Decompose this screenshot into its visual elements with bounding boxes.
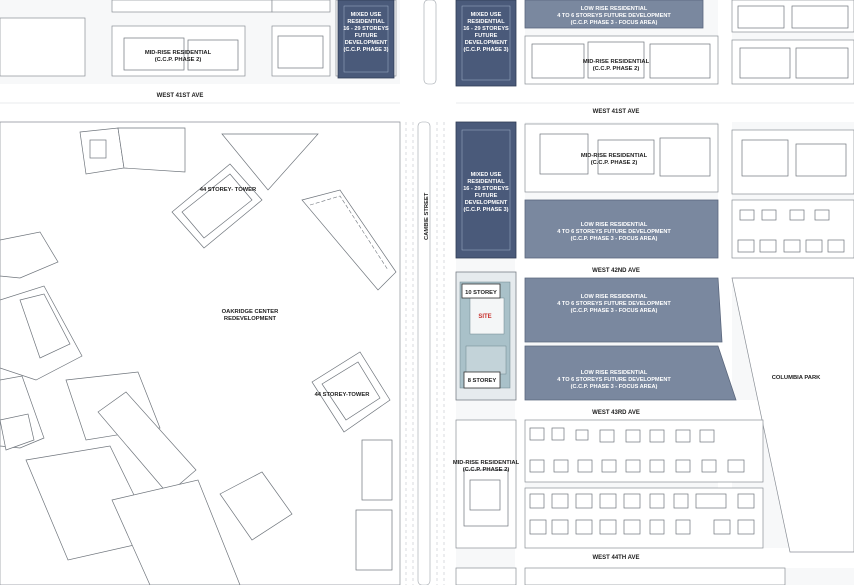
svg-text:(C.C.P. PHASE 2): (C.C.P. PHASE 2) xyxy=(593,66,640,72)
street-label-west-41-right: WEST 41ST AVE xyxy=(593,109,640,115)
low-rise-label-top: LOW RISE RESIDENTIAL 4 TO 6 STOREYS FUTU… xyxy=(557,6,671,26)
svg-text:16 - 29 STOREYS: 16 - 29 STOREYS xyxy=(343,26,389,32)
low-rise-block-top xyxy=(524,0,704,29)
svg-text:MIXED USE: MIXED USE xyxy=(471,172,502,178)
svg-text:RESIDENTIAL: RESIDENTIAL xyxy=(347,19,385,25)
svg-text:4 TO 6 STOREYS FUTURE DEVELOPM: 4 TO 6 STOREYS FUTURE DEVELOPMENT xyxy=(557,13,671,19)
low-rise-block-3 xyxy=(524,345,737,401)
svg-text:MID-RISE RESIDENTIAL: MID-RISE RESIDENTIAL xyxy=(581,153,648,159)
low-rise-label-1: LOW RISE RESIDENTIAL 4 TO 6 STOREYS FUTU… xyxy=(557,222,671,242)
svg-text:(C.C.P. PHASE 3 - FOCUS AREA): (C.C.P. PHASE 3 - FOCUS AREA) xyxy=(571,236,658,242)
svg-text:LOW RISE RESIDENTIAL: LOW RISE RESIDENTIAL xyxy=(581,222,648,228)
mixed-use-block-2 xyxy=(455,0,517,87)
svg-text:MID-RISE RESIDENTIAL: MID-RISE RESIDENTIAL xyxy=(145,50,212,56)
mixed-use-label-2: MIXED USE RESIDENTIAL 16 - 29 STOREYS FU… xyxy=(463,12,509,53)
low-rise-label-2: LOW RISE RESIDENTIAL 4 TO 6 STOREYS FUTU… xyxy=(557,294,671,314)
building-10-storey xyxy=(461,283,501,299)
svg-text:LOW RISE RESIDENTIAL: LOW RISE RESIDENTIAL xyxy=(581,370,648,376)
plaza-triangle xyxy=(221,133,319,191)
road-west-44th xyxy=(515,548,854,568)
building-8-storey xyxy=(463,371,501,389)
street-label-west-42: WEST 42ND AVE xyxy=(592,268,640,274)
svg-text:(C.C.P. PHASE 2): (C.C.P. PHASE 2) xyxy=(155,57,202,63)
storey-10-label: 10 STOREY xyxy=(465,290,497,296)
tower-44-south-label: 44 STOREY-TOWER xyxy=(315,392,371,398)
svg-text:REDEVELOPMENT: REDEVELOPMENT xyxy=(224,316,277,322)
mid-rise-label-nw: MID-RISE RESIDENTIAL (C.C.P. PHASE 2) xyxy=(145,50,212,63)
svg-text:MIXED USE: MIXED USE xyxy=(351,12,382,18)
mixed-use-block-3 xyxy=(455,121,517,259)
low-rise-block-2 xyxy=(524,277,723,343)
svg-text:(C.C.P. PHASE 3): (C.C.P. PHASE 3) xyxy=(344,47,389,53)
cambie-street-label: CAMBIE STREET xyxy=(424,192,430,240)
road-west-42nd xyxy=(515,258,854,278)
svg-text:RESIDENTIAL: RESIDENTIAL xyxy=(467,19,505,25)
storey-8-label: 8 STOREY xyxy=(468,378,497,384)
svg-text:RESIDENTIAL: RESIDENTIAL xyxy=(467,179,505,185)
svg-text:MID-RISE RESIDENTIAL: MID-RISE RESIDENTIAL xyxy=(453,460,520,466)
street-label-west-43: WEST 43RD AVE xyxy=(592,410,640,416)
mixed-use-label-1: MIXED USE RESIDENTIAL 16 - 29 STOREYS FU… xyxy=(343,12,389,53)
svg-text:DEVELOPMENT: DEVELOPMENT xyxy=(465,200,508,206)
oakridge-label: OAKRIDGE CENTER REDEVELOPMENT xyxy=(222,309,279,322)
mid-rise-label-s: MID-RISE RESIDENTIAL (C.C.P. PHASE 2) xyxy=(453,460,520,473)
mid-rise-label-e: MID-RISE RESIDENTIAL (C.C.P. PHASE 2) xyxy=(581,153,648,166)
low-rise-label-3: LOW RISE RESIDENTIAL 4 TO 6 STOREYS FUTU… xyxy=(557,370,671,390)
svg-text:FUTURE: FUTURE xyxy=(475,33,498,39)
street-label-west-41-left: WEST 41ST AVE xyxy=(157,93,204,99)
svg-text:(C.C.P. PHASE 3 - FOCUS AREA): (C.C.P. PHASE 3 - FOCUS AREA) xyxy=(571,308,658,314)
svg-text:(C.C.P. PHASE 3 - FOCUS AREA): (C.C.P. PHASE 3 - FOCUS AREA) xyxy=(571,20,658,26)
mixed-use-block-1 xyxy=(337,0,395,79)
mixed-use-label-3: MIXED USE RESIDENTIAL 16 - 29 STOREYS FU… xyxy=(463,172,509,213)
svg-text:(C.C.P. PHASE 3): (C.C.P. PHASE 3) xyxy=(464,47,509,53)
svg-text:MIXED USE: MIXED USE xyxy=(471,12,502,18)
mid-rise-label-ne: MID-RISE RESIDENTIAL (C.C.P. PHASE 2) xyxy=(583,59,650,72)
svg-text:(C.C.P. PHASE 2): (C.C.P. PHASE 2) xyxy=(463,467,510,473)
svg-text:FUTURE: FUTURE xyxy=(355,33,378,39)
svg-text:DEVELOPMENT: DEVELOPMENT xyxy=(465,40,508,46)
low-rise-block-1 xyxy=(524,199,719,259)
svg-text:(C.C.P. PHASE 3 - FOCUS AREA): (C.C.P. PHASE 3 - FOCUS AREA) xyxy=(571,384,658,390)
svg-text:OAKRIDGE CENTER: OAKRIDGE CENTER xyxy=(222,309,279,315)
cambie-median xyxy=(417,121,431,585)
columbia-park-label: COLUMBIA PARK xyxy=(772,375,821,381)
svg-text:(C.C.P. PHASE 2): (C.C.P. PHASE 2) xyxy=(591,160,638,166)
street-label-west-44: WEST 44TH AVE xyxy=(592,555,639,561)
svg-text:LOW RISE RESIDENTIAL: LOW RISE RESIDENTIAL xyxy=(581,6,648,12)
svg-text:4 TO 6 STOREYS FUTURE DEVELOPM: 4 TO 6 STOREYS FUTURE DEVELOPMENT xyxy=(557,377,671,383)
svg-text:FUTURE: FUTURE xyxy=(475,193,498,199)
svg-text:16 - 29 STOREYS: 16 - 29 STOREYS xyxy=(463,186,509,192)
svg-text:16 - 29 STOREYS: 16 - 29 STOREYS xyxy=(463,26,509,32)
svg-text:MID-RISE RESIDENTIAL: MID-RISE RESIDENTIAL xyxy=(583,59,650,65)
svg-text:LOW RISE RESIDENTIAL: LOW RISE RESIDENTIAL xyxy=(581,294,648,300)
svg-text:(C.C.P. PHASE 3): (C.C.P. PHASE 3) xyxy=(464,207,509,213)
svg-text:4 TO 6 STOREYS FUTURE DEVELOPM: 4 TO 6 STOREYS FUTURE DEVELOPMENT xyxy=(557,301,671,307)
svg-text:4 TO 6 STOREYS FUTURE DEVELOPM: 4 TO 6 STOREYS FUTURE DEVELOPMENT xyxy=(557,229,671,235)
tower-44-north-label: 44 STOREY- TOWER xyxy=(200,187,257,193)
site-label: SITE xyxy=(478,314,491,320)
columbia-park xyxy=(731,277,854,553)
svg-text:DEVELOPMENT: DEVELOPMENT xyxy=(345,40,388,46)
